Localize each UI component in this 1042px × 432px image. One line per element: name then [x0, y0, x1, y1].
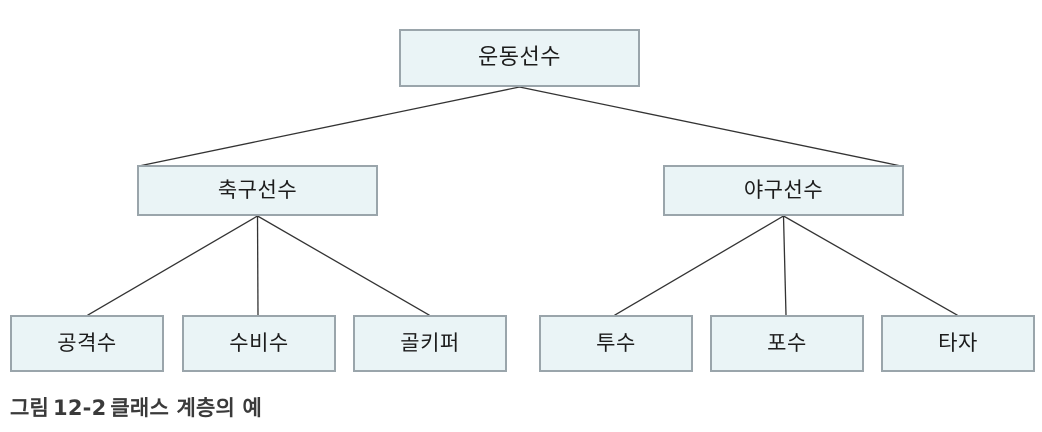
figure-caption-title: 클래스 계층의 예 — [110, 396, 263, 420]
node-catcher: 포수 — [710, 315, 864, 372]
node-forward: 공격수 — [10, 315, 164, 372]
node-pitcher: 투수 — [539, 315, 693, 372]
figure-caption-number: 12-2 — [53, 396, 107, 420]
figure-caption-prefix: 그림 — [10, 396, 50, 420]
edge-soccer-player-to-goalkeeper — [256, 215, 430, 316]
node-batter-label: 타자 — [938, 331, 978, 355]
node-athlete: 운동선수 — [399, 29, 640, 87]
node-goalkeeper-label: 골키퍼 — [400, 331, 460, 355]
edge-soccer-player-to-defender — [256, 215, 259, 316]
node-forward-label: 공격수 — [57, 331, 117, 355]
node-athlete-label: 운동선수 — [478, 45, 561, 70]
edge-baseball-player-to-catcher — [782, 215, 787, 316]
node-defender: 수비수 — [182, 315, 336, 372]
node-batter: 타자 — [881, 315, 1035, 372]
node-soccer-player-label: 축구선수 — [217, 178, 298, 202]
edge-soccer-player-to-forward — [87, 215, 259, 316]
node-defender-label: 수비수 — [229, 331, 289, 355]
node-catcher-label: 포수 — [767, 331, 807, 355]
node-goalkeeper: 골키퍼 — [353, 315, 507, 372]
node-soccer-player: 축구선수 — [137, 165, 378, 216]
edge-athlete-to-baseball-player — [518, 86, 902, 167]
node-pitcher-label: 투수 — [596, 331, 636, 355]
edge-athlete-to-soccer-player — [138, 86, 521, 167]
edge-baseball-player-to-pitcher — [614, 215, 785, 316]
edge-baseball-player-to-batter — [782, 215, 958, 316]
node-baseball-player-label: 야구선수 — [743, 178, 824, 202]
node-baseball-player: 야구선수 — [663, 165, 904, 216]
